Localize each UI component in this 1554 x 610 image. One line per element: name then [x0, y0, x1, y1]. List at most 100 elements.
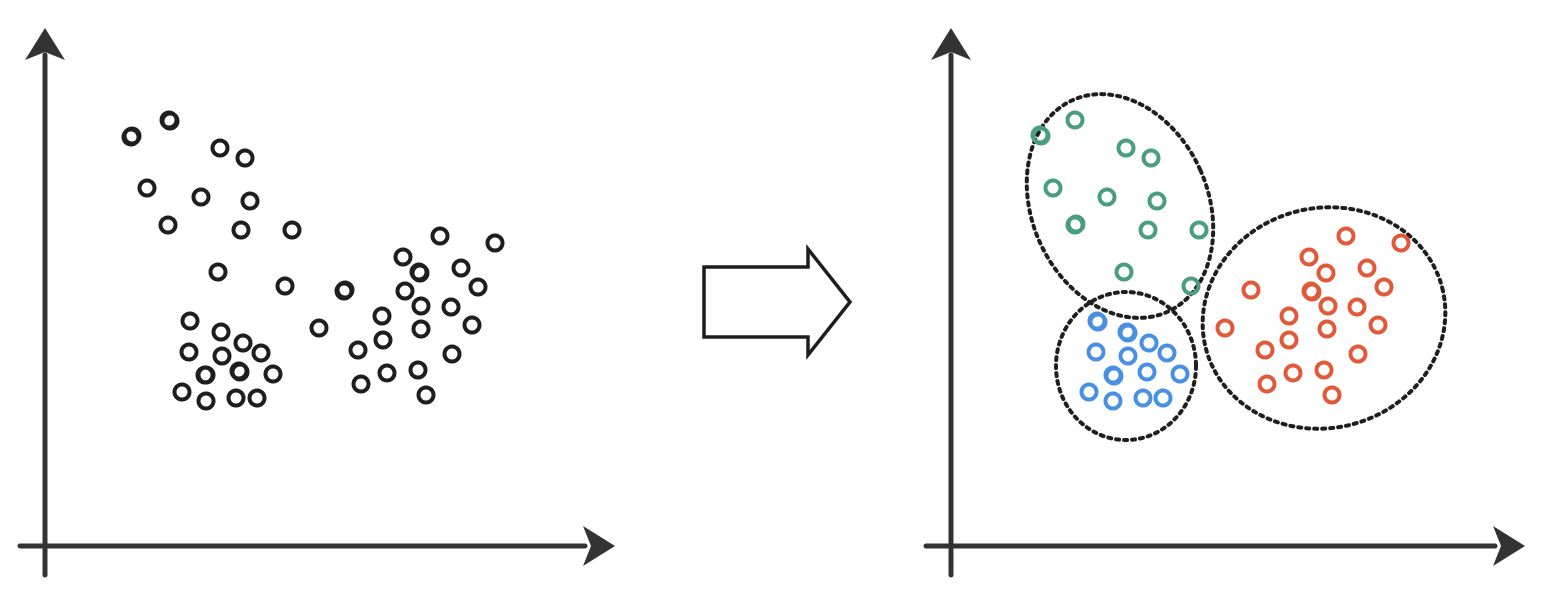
- blue-cluster-point: [1153, 388, 1173, 408]
- unlabeled-point: [372, 306, 392, 326]
- unlabeled-point: [235, 148, 255, 168]
- unlabeled-point: [411, 319, 431, 339]
- blue-cluster-point: [1133, 388, 1153, 408]
- red-cluster-point: [1318, 296, 1338, 316]
- unlabeled-point: [485, 233, 505, 253]
- unlabeled-point: [411, 296, 431, 316]
- green-cluster-hull: [1024, 92, 1216, 320]
- unlabeled-point: [442, 344, 462, 364]
- blue-cluster-point: [1157, 343, 1177, 363]
- red-cluster-point: [1357, 258, 1377, 278]
- unlabeled-point: [180, 311, 200, 331]
- red-cluster-point: [1215, 318, 1235, 338]
- unlabeled-point: [240, 191, 260, 211]
- unlabeled-point: [395, 281, 415, 301]
- left-axes: [17, 28, 615, 578]
- blue-cluster-point: [1118, 346, 1138, 366]
- unlabeled-point: [121, 127, 141, 147]
- blue-cluster-point: [1103, 391, 1123, 411]
- red-cluster-point: [1299, 247, 1319, 267]
- green-cluster-point: [1097, 187, 1117, 207]
- green-cluster-point: [1189, 220, 1209, 240]
- right-x-axis-arrowhead-icon: [1493, 526, 1525, 566]
- blue-cluster-point: [1118, 323, 1138, 343]
- unlabeled-point: [251, 343, 271, 363]
- left-y-axis-arrowhead-icon: [25, 28, 65, 60]
- green-cluster-point: [1065, 110, 1085, 130]
- unlabeled-point: [409, 262, 429, 282]
- green-cluster-points: [1030, 110, 1209, 296]
- green-cluster-point: [1114, 262, 1134, 282]
- blue-cluster-hull: [1054, 290, 1198, 442]
- red-cluster-point: [1348, 344, 1368, 364]
- left-unlabeled-points: [121, 110, 505, 411]
- green-cluster-point: [1031, 126, 1051, 146]
- unlabeled-point: [158, 215, 178, 235]
- red-cluster-point: [1368, 315, 1388, 335]
- red-cluster-point: [1279, 306, 1299, 326]
- unlabeled-point: [208, 262, 228, 282]
- unlabeled-point: [393, 247, 413, 267]
- unlabeled-point: [275, 276, 295, 296]
- unlabeled-point: [191, 187, 211, 207]
- right-block-arrow-icon: [702, 243, 853, 361]
- blue-cluster-point: [1170, 364, 1190, 384]
- red-cluster-point: [1314, 360, 1334, 380]
- unlabeled-point: [462, 315, 482, 335]
- unlabeled-point: [160, 111, 180, 131]
- red-cluster-hull: [1200, 205, 1448, 431]
- left-x-axis-arrowhead-icon: [583, 526, 615, 566]
- green-cluster-point: [1147, 191, 1167, 211]
- unlabeled-point: [247, 388, 267, 408]
- unlabeled-point: [282, 220, 302, 240]
- unlabeled-point: [226, 388, 246, 408]
- red-cluster-point: [1317, 319, 1337, 339]
- unlabeled-point: [195, 365, 215, 385]
- unlabeled-point: [263, 364, 283, 384]
- right-axes: [923, 28, 1525, 578]
- unlabeled-point: [430, 226, 450, 246]
- red-cluster-point: [1316, 263, 1336, 283]
- green-cluster-point: [1141, 148, 1161, 168]
- cluster-hulls: [1024, 92, 1448, 442]
- green-cluster-point: [1181, 276, 1201, 296]
- blue-cluster-point: [1139, 333, 1159, 353]
- red-cluster-point: [1279, 330, 1299, 350]
- green-cluster-point: [1043, 178, 1063, 198]
- unlabeled-point: [334, 281, 354, 301]
- unlabeled-point: [351, 374, 371, 394]
- unlabeled-point: [441, 297, 461, 317]
- unlabeled-point: [229, 361, 249, 381]
- red-cluster-point: [1391, 233, 1411, 253]
- unlabeled-point: [468, 277, 488, 297]
- unlabeled-point: [416, 385, 436, 405]
- unlabeled-point: [212, 346, 232, 366]
- unlabeled-point: [309, 318, 329, 338]
- green-cluster-point: [1138, 220, 1158, 240]
- blue-cluster-points: [1079, 311, 1190, 411]
- red-cluster-point: [1302, 282, 1322, 302]
- red-cluster-point: [1336, 226, 1356, 246]
- unlabeled-point: [233, 333, 253, 353]
- red-cluster-point: [1283, 363, 1303, 383]
- unlabeled-point: [137, 178, 157, 198]
- red-cluster-points: [1215, 226, 1411, 405]
- unlabeled-point: [408, 360, 428, 380]
- green-cluster-point: [1116, 138, 1136, 158]
- unlabeled-point: [373, 330, 393, 350]
- right-y-axis-arrowhead-icon: [931, 28, 971, 60]
- green-cluster-point: [1066, 214, 1086, 234]
- unlabeled-point: [377, 363, 397, 383]
- unlabeled-point: [348, 340, 368, 360]
- blue-cluster-point: [1137, 362, 1157, 382]
- unlabeled-point: [172, 382, 192, 402]
- blue-cluster-point: [1104, 366, 1124, 386]
- red-cluster-point: [1255, 340, 1275, 360]
- blue-cluster-point: [1086, 342, 1106, 362]
- red-cluster-point: [1322, 385, 1342, 405]
- unlabeled-point: [210, 138, 230, 158]
- red-cluster-point: [1257, 374, 1277, 394]
- red-cluster-point: [1241, 280, 1261, 300]
- unlabeled-point: [196, 391, 216, 411]
